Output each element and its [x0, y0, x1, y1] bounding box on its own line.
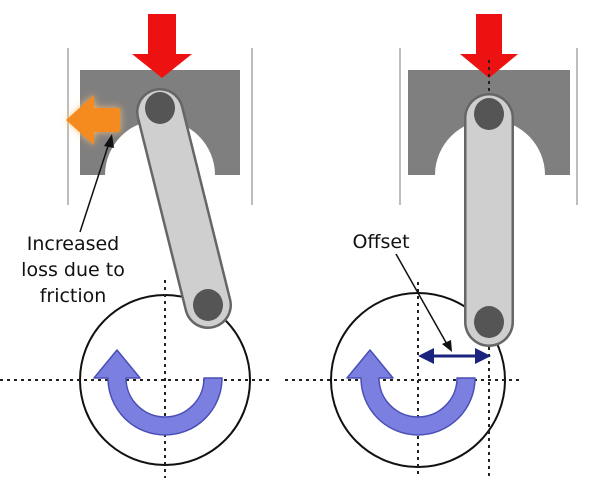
piston-pin: [145, 92, 175, 124]
friction-callout-arrowhead: [104, 134, 114, 148]
friction-label-line-1: Increased: [27, 233, 119, 255]
connecting-rod: [138, 90, 230, 327]
rotation-arrow-icon: [93, 349, 223, 436]
conventional-engine: Increased loss due to friction: [0, 14, 270, 478]
piston-pin: [474, 98, 504, 130]
force-arrow-icon: [132, 14, 192, 78]
crank-pin: [193, 289, 223, 321]
friction-callout-line: [79, 139, 111, 233]
offset-label: Offset: [352, 231, 409, 253]
offset-engine: Offset: [285, 14, 578, 478]
offset-dimension-arrow-icon: [418, 348, 434, 364]
crank-pin: [474, 306, 504, 338]
offset-callout-line: [395, 253, 449, 347]
piston: [80, 70, 240, 175]
rotation-arrow-icon: [346, 349, 476, 436]
friction-label-line-3: friction: [40, 285, 107, 307]
friction-label-line-2: loss due to: [21, 259, 125, 281]
piston: [408, 70, 570, 175]
offset-dimension-arrow-icon-right: [475, 348, 491, 364]
force-arrow-icon: [460, 14, 518, 78]
offset-callout-arrowhead: [442, 340, 452, 352]
side-force-arrow-icon: [66, 95, 120, 145]
